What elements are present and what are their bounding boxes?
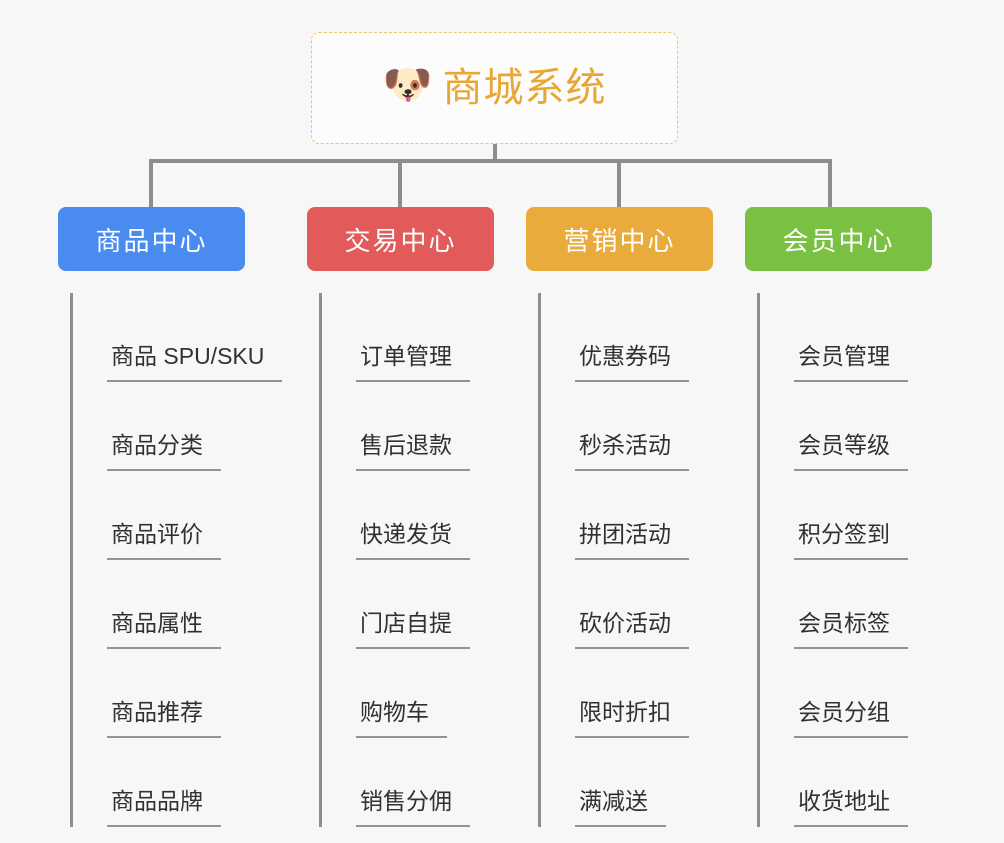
list-item[interactable]: 会员等级 — [760, 382, 932, 471]
leaf-label: 商品 SPU/SKU — [107, 342, 283, 382]
leaf-label: 会员管理 — [794, 342, 908, 382]
leaf-label: 购物车 — [356, 698, 447, 738]
leaf-label: 售后退款 — [356, 431, 470, 471]
leaf-label: 满减送 — [575, 787, 666, 827]
leaf-list-marketing-center: 优惠券码 秒杀活动 拼团活动 砍价活动 限时折扣 满减送 — [538, 293, 713, 827]
category-header-marketing-center[interactable]: 营销中心 — [526, 207, 713, 271]
list-item[interactable]: 购物车 — [322, 649, 494, 738]
leaf-label: 会员分组 — [794, 698, 908, 738]
list-item[interactable]: 会员分组 — [760, 649, 932, 738]
leaf-label: 秒杀活动 — [575, 431, 689, 471]
connector-drop-trade-center — [398, 159, 402, 207]
branch-member-center: 会员中心 会员管理 会员等级 积分签到 会员标签 会员分组 收货地址 — [745, 207, 932, 843]
leaf-label: 销售分佣 — [356, 787, 470, 827]
list-item[interactable]: 会员标签 — [760, 560, 932, 649]
list-item[interactable]: 限时折扣 — [541, 649, 713, 738]
connector-root-stem — [493, 144, 497, 162]
leaf-list-product-center: 商品 SPU/SKU 商品分类 商品评价 商品属性 商品推荐 商品品牌 — [70, 293, 283, 827]
category-header-product-center[interactable]: 商品中心 — [58, 207, 245, 271]
leaf-label: 商品品牌 — [107, 787, 221, 827]
list-item[interactable]: 优惠券码 — [541, 293, 713, 382]
list-item[interactable]: 收货地址 — [760, 738, 932, 827]
leaf-label: 收货地址 — [794, 787, 908, 827]
connector-drop-marketing-center — [617, 159, 621, 207]
list-item[interactable]: 会员管理 — [760, 293, 932, 382]
list-item[interactable]: 商品推荐 — [73, 649, 282, 738]
branch-product-center: 商品中心 商品 SPU/SKU 商品分类 商品评价 商品属性 商品推荐 商品品牌 — [58, 207, 283, 843]
connector-drop-member-center — [828, 159, 832, 207]
leaf-label: 拼团活动 — [575, 520, 689, 560]
category-header-trade-center[interactable]: 交易中心 — [307, 207, 494, 271]
list-item[interactable]: 商品评价 — [73, 471, 282, 560]
list-item[interactable]: 积分签到 — [760, 471, 932, 560]
list-item[interactable]: 商品属性 — [73, 560, 282, 649]
connector-drop-product-center — [149, 159, 153, 207]
list-item[interactable]: 订单管理 — [322, 293, 494, 382]
connector-horizontal-bus — [149, 159, 832, 163]
leaf-list-member-center: 会员管理 会员等级 积分签到 会员标签 会员分组 收货地址 — [757, 293, 932, 827]
list-item[interactable]: 商品品牌 — [73, 738, 282, 827]
list-item[interactable]: 售后退款 — [322, 382, 494, 471]
list-item[interactable]: 拼团活动 — [541, 471, 713, 560]
list-item[interactable]: 销售分佣 — [322, 738, 494, 827]
leaf-label: 商品属性 — [107, 609, 221, 649]
list-item[interactable]: 门店自提 — [322, 560, 494, 649]
shiba-dog-face-icon: 🐶 — [382, 63, 433, 107]
leaf-list-trade-center: 订单管理 售后退款 快递发货 门店自提 购物车 销售分佣 — [319, 293, 494, 827]
leaf-label: 门店自提 — [356, 609, 470, 649]
branch-trade-center: 交易中心 订单管理 售后退款 快递发货 门店自提 购物车 销售分佣 — [307, 207, 494, 843]
leaf-label: 限时折扣 — [575, 698, 689, 738]
leaf-label: 积分签到 — [794, 520, 908, 560]
leaf-label: 砍价活动 — [575, 609, 689, 649]
leaf-label: 会员标签 — [794, 609, 908, 649]
list-item[interactable]: 满减送 — [541, 738, 713, 827]
leaf-label: 优惠券码 — [575, 342, 689, 382]
root-title: 商城系统 — [442, 66, 607, 110]
leaf-label: 商品分类 — [107, 431, 221, 471]
leaf-label: 商品评价 — [107, 520, 221, 560]
list-item[interactable]: 商品 SPU/SKU — [73, 293, 283, 382]
root-node[interactable]: 🐶 商城系统 — [311, 32, 678, 144]
branch-marketing-center: 营销中心 优惠券码 秒杀活动 拼团活动 砍价活动 限时折扣 满减送 — [526, 207, 713, 843]
list-item[interactable]: 快递发货 — [322, 471, 494, 560]
leaf-label: 快递发货 — [356, 520, 470, 560]
category-header-member-center[interactable]: 会员中心 — [745, 207, 932, 271]
list-item[interactable]: 商品分类 — [73, 382, 282, 471]
leaf-label: 会员等级 — [794, 431, 908, 471]
leaf-label: 订单管理 — [356, 342, 470, 382]
list-item[interactable]: 秒杀活动 — [541, 382, 713, 471]
leaf-label: 商品推荐 — [107, 698, 221, 738]
list-item[interactable]: 砍价活动 — [541, 560, 713, 649]
